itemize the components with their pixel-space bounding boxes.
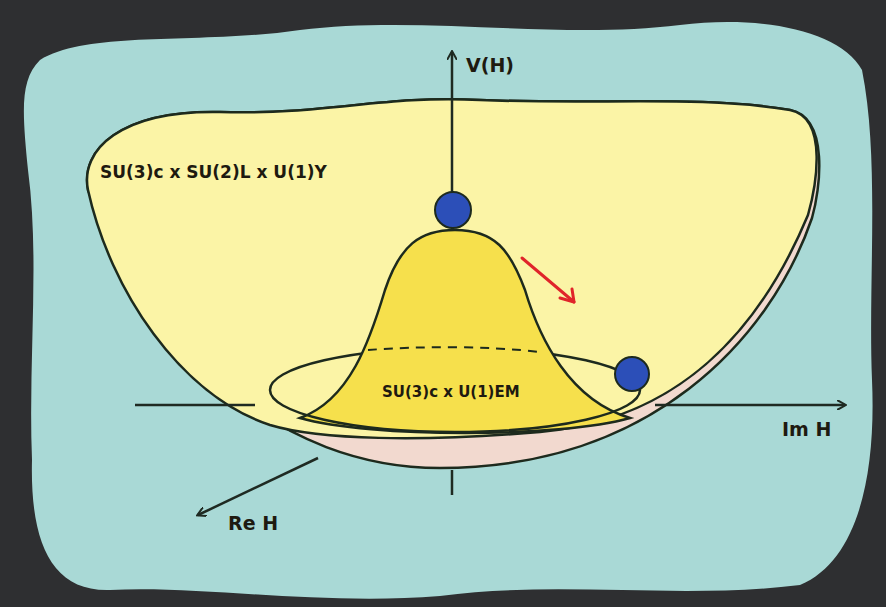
trough-hidden: [368, 347, 540, 352]
background-blob: [24, 22, 873, 599]
axis-label: Im H: [782, 418, 831, 440]
symmetry-label: SU(3)c x U(1)EM: [382, 383, 520, 401]
ball-bottom: [615, 357, 649, 391]
re-axis: [198, 458, 318, 515]
roll-arrow-head: [560, 289, 574, 302]
im-axis-left: [135, 404, 255, 407]
roll-arrow: [522, 258, 574, 302]
v-axis-bottom: [451, 470, 454, 495]
axis-label: Re H: [228, 512, 278, 534]
axis-label: V(H): [466, 54, 514, 76]
hump: [300, 230, 630, 433]
ball-top: [435, 192, 471, 228]
symmetry-label: SU(3)c x SU(2)L x U(1)Y: [100, 162, 327, 182]
im-axis-right: [655, 404, 845, 407]
